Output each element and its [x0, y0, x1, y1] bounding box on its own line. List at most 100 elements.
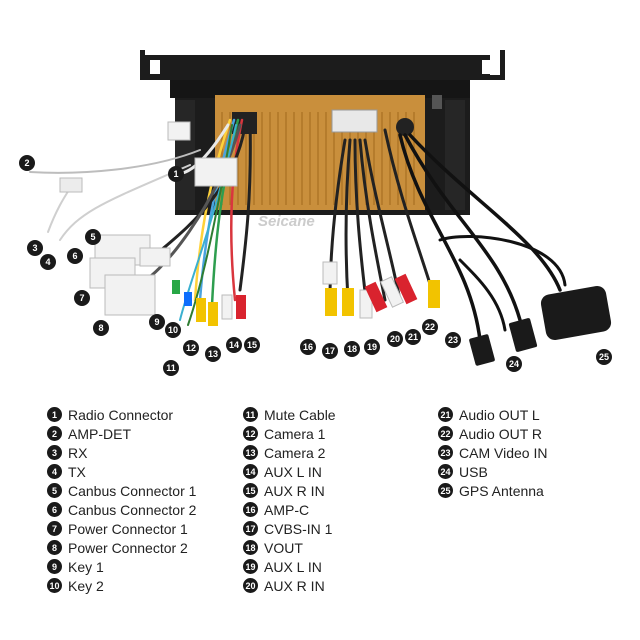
legend-label: AMP-C [264, 501, 310, 518]
legend-label: Canbus Connector 1 [68, 482, 197, 499]
legend-number: 9 [47, 559, 62, 574]
legend-item: 23 CAM Video IN [438, 443, 547, 462]
legend-number: 12 [243, 426, 258, 441]
svg-text:1: 1 [173, 169, 178, 179]
legend-item: 15 AUX R IN [243, 481, 336, 500]
legend-item: 13 Camera 2 [243, 443, 336, 462]
legend-label: VOUT [264, 539, 303, 556]
svg-text:5: 5 [90, 232, 95, 242]
svg-text:22: 22 [425, 322, 435, 332]
svg-text:10: 10 [168, 325, 178, 335]
legend-number: 21 [438, 407, 453, 422]
legend-number: 17 [243, 521, 258, 536]
legend-number: 5 [47, 483, 62, 498]
legend-item: 3 RX [47, 443, 196, 462]
callout-18: 18 [344, 341, 360, 357]
legend-label: Audio OUT R [459, 425, 542, 442]
callout-2: 2 [19, 155, 35, 171]
svg-text:25: 25 [599, 352, 609, 362]
legend-label: Power Connector 2 [68, 539, 188, 556]
svg-text:7: 7 [79, 293, 84, 303]
legend-number: 14 [243, 464, 258, 479]
left-rca-plugs [196, 294, 246, 326]
callout-25: 25 [596, 349, 612, 365]
legend-number: 20 [243, 578, 258, 593]
legend-label: RX [68, 444, 88, 461]
legend-number: 10 [47, 578, 62, 593]
legend-number: 6 [47, 502, 62, 517]
legend-label: CVBS-IN 1 [264, 520, 333, 537]
legend-label: Camera 1 [264, 425, 326, 442]
legend-number: 15 [243, 483, 258, 498]
legend-label: AUX L IN [264, 463, 322, 480]
legend-label: AMP-DET [68, 425, 131, 442]
callout-20: 20 [387, 331, 403, 347]
legend-number: 25 [438, 483, 453, 498]
legend-number: 13 [243, 445, 258, 460]
callout-4: 4 [40, 254, 56, 270]
usb-gps [469, 286, 612, 366]
svg-text:6: 6 [72, 251, 77, 261]
legend-label: Key 2 [68, 577, 104, 594]
svg-text:23: 23 [448, 335, 458, 345]
callout-17: 17 [322, 343, 338, 359]
legend-label: AUX L IN [264, 558, 322, 575]
svg-text:17: 17 [325, 346, 335, 356]
callout-24: 24 [506, 356, 522, 372]
legend-label: AUX R IN [264, 577, 325, 594]
legend-number: 1 [47, 407, 62, 422]
legend-item: 9 Key 1 [47, 557, 196, 576]
callout-19: 19 [364, 339, 380, 355]
legend-number: 23 [438, 445, 453, 460]
callout-1: 1 [168, 166, 184, 182]
legend-label: Camera 2 [264, 444, 326, 461]
legend-item: 20 AUX R IN [243, 576, 336, 595]
legend-item: 14 AUX L IN [243, 462, 336, 481]
svg-text:4: 4 [45, 257, 50, 267]
callout-22: 22 [422, 319, 438, 335]
legend-item: 12 Camera 1 [243, 424, 336, 443]
right-rca-plugs [322, 261, 440, 319]
callout-15: 15 [244, 337, 260, 353]
legend-number: 4 [47, 464, 62, 479]
legend-item: 8 Power Connector 2 [47, 538, 196, 557]
callout-8: 8 [93, 320, 109, 336]
left-connectors [59, 121, 238, 316]
callouts: 1 2 3 4 5 6 7 8 9 10 11 12 13 14 15 16 1… [19, 155, 612, 376]
legend-label: TX [68, 463, 86, 480]
legend-item: 5 Canbus Connector 1 [47, 481, 196, 500]
svg-text:14: 14 [229, 340, 239, 350]
legend-number: 3 [47, 445, 62, 460]
callout-12: 12 [183, 340, 199, 356]
legend-label: CAM Video IN [459, 444, 548, 461]
legend-label: Key 1 [68, 558, 104, 575]
legend-label: Mute Cable [264, 406, 336, 423]
callout-10: 10 [165, 322, 181, 338]
callout-13: 13 [205, 346, 221, 362]
legend-number: 22 [438, 426, 453, 441]
legend-label: AUX R IN [264, 482, 325, 499]
svg-text:11: 11 [166, 363, 176, 373]
legend-number: 8 [47, 540, 62, 555]
svg-text:12: 12 [186, 343, 196, 353]
legend-item: 4 TX [47, 462, 196, 481]
callout-11: 11 [163, 360, 179, 376]
legend-item: 17 CVBS-IN 1 [243, 519, 336, 538]
legend-label: USB [459, 463, 488, 480]
svg-text:2: 2 [24, 158, 29, 168]
legend-label: Power Connector 1 [68, 520, 188, 537]
